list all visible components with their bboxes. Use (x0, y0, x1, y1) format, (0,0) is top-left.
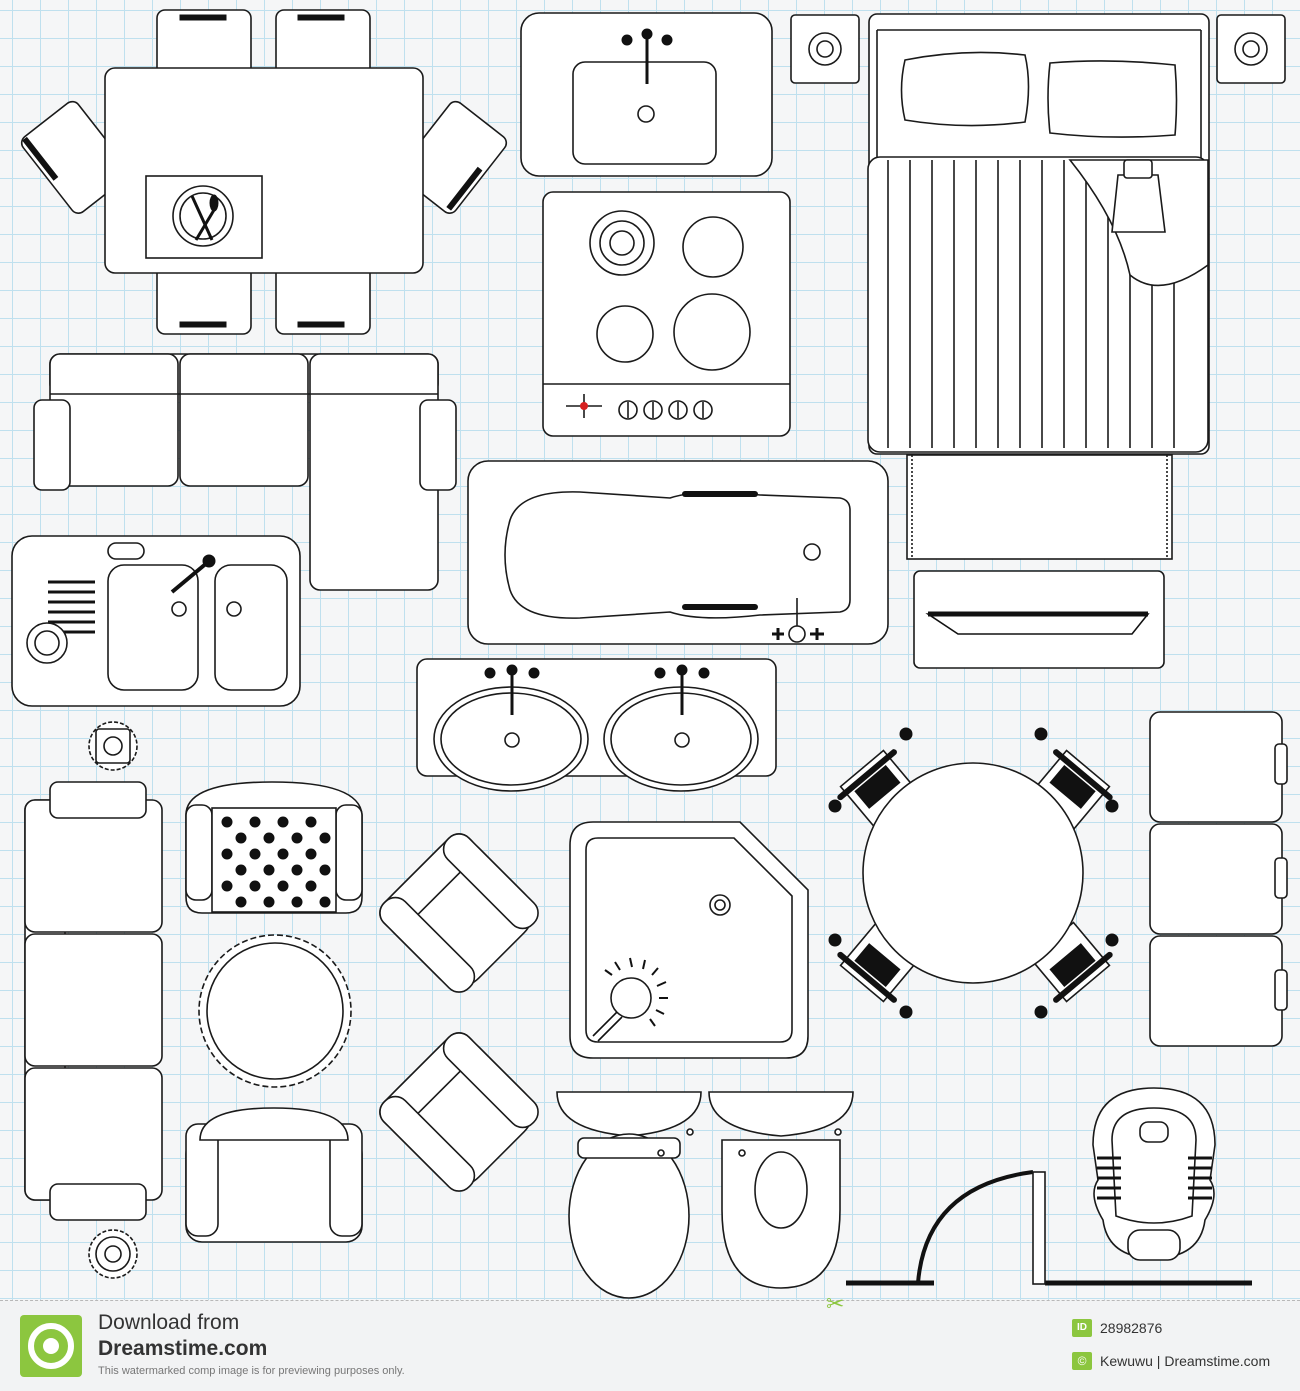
scissors-icon: ✂ (826, 1291, 845, 1316)
dreamstime-link[interactable]: Dreamstime.com (98, 1337, 268, 1360)
download-from-text: Download from (98, 1311, 240, 1334)
dining-table-icon (20, 9, 508, 335)
round-table-icon (828, 727, 1119, 1019)
sofa-icon (24, 781, 163, 1221)
bathtub-icon (467, 460, 889, 645)
watermark-note: This watermarked comp image is for previ… (98, 1365, 405, 1377)
armchair-icon (185, 781, 363, 914)
door-icon (846, 1170, 1252, 1286)
armchair-icon (185, 833, 539, 1243)
squat-toilet-icon (1092, 1087, 1216, 1261)
kitchen-sink-icon (520, 12, 773, 177)
plant-icon (790, 14, 1286, 84)
double-bed-icon (867, 13, 1210, 669)
bidet-icon (708, 1091, 854, 1289)
sofa-icon (1149, 711, 1288, 1047)
watermark-footer: ✂ Download from Dreamstime.com This wate… (0, 1291, 1300, 1391)
id-badge: ID (1072, 1319, 1092, 1337)
shower-tray-icon (569, 821, 809, 1059)
dreamstime-logo-icon (20, 1315, 82, 1377)
floor-plan-canvas (0, 0, 1300, 1300)
round-table-icon (198, 934, 352, 1088)
double-basin-icon (416, 658, 777, 792)
stove-icon (542, 191, 791, 437)
kitchen-sink-icon (11, 535, 301, 707)
credit-text: Kewuwu | Dreamstime.com (1100, 1353, 1271, 1369)
image-id: 28982876 (1100, 1320, 1163, 1336)
sofa-icon (33, 353, 457, 591)
copyright-icon: © (1072, 1352, 1092, 1370)
toilet-icon (556, 1091, 702, 1299)
plant-icon (88, 721, 138, 1279)
